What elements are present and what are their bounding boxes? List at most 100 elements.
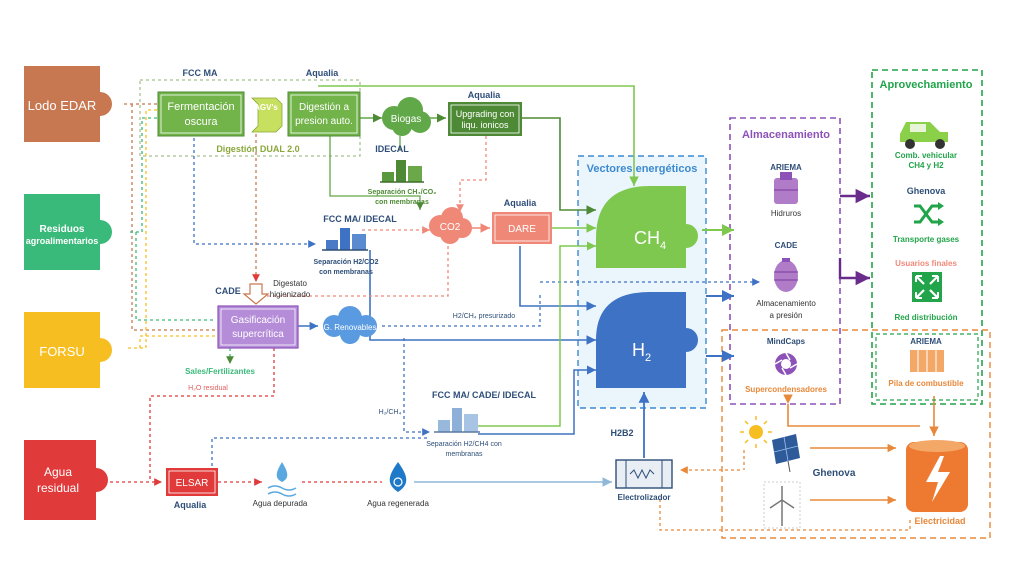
gasificacion-box: Gasificación supercrítica (217, 305, 299, 349)
solar-panel-icon (772, 434, 800, 473)
agua-depurada-label: Agua depurada (253, 499, 308, 508)
residuos-label-2: agroalimentarios (26, 236, 99, 246)
agua-depurada-icon (267, 462, 297, 497)
h2ch4-presurizado-label: H2/CH₄ presurizado (453, 313, 515, 320)
agvs-tag: AGV's (251, 97, 283, 133)
dual-agvs: AGV's (254, 103, 278, 112)
h2-vector: H2 (596, 292, 698, 388)
ariema-pila-label: ARIEMA (910, 337, 942, 346)
pila-region (875, 333, 979, 401)
digestion-dual-label: Digestión DUAL 2.0 (216, 144, 299, 154)
aqualia-dare-label: Aqualia (504, 198, 538, 208)
biogas-label: Biogas (391, 114, 422, 125)
residuos-label-1: Residuos (39, 224, 84, 235)
dare-box: DARE (492, 212, 552, 244)
pila-combustible-label: Pila de combustible (888, 379, 964, 388)
fcc-idecal-label: FCC MA/ IDECAL (323, 214, 397, 224)
comb-vehicular-label-2: CH4 y H2 (908, 161, 944, 170)
co2-cloud: CO2 (429, 207, 472, 244)
middle-gas-1: Gasificación (231, 315, 285, 326)
ghenova-use-label: Ghenova (907, 186, 947, 196)
fcc-cade-idecal-label: FCC MA/ CADE/ IDECAL (432, 390, 536, 400)
dual-dig-2: presion auto. (295, 116, 353, 127)
shuffle-icon (914, 202, 944, 226)
transporte-gases-label: Transporte gases (893, 235, 960, 244)
ch4-vector: CH4 (596, 186, 698, 268)
digestato-label-2: higienizado (270, 290, 311, 299)
supercondensadores-label: Supercondensadores (745, 385, 827, 394)
agua-label-2: residual (37, 481, 79, 495)
sep-h2ch4-label-1: Separación H2/CH4 con (426, 441, 502, 448)
svg-text:H2: H2 (632, 340, 651, 364)
h2ch4-label: H₂/CH₄ (379, 409, 402, 416)
vectors-h2: H (632, 340, 645, 360)
mindcaps-label: MindCaps (767, 337, 806, 346)
middle-co2: CO2 (440, 222, 461, 233)
vectores-title: Vectores energéticos (587, 163, 698, 175)
agua-regenerada-icon (389, 462, 407, 492)
aqualia-top-label: Aqualia (306, 68, 340, 78)
electricidad-label: Electricidad (914, 516, 965, 526)
middle-gas-2: supercrítica (232, 329, 284, 340)
energia-region (721, 329, 991, 539)
elsar-box: ELSAR (166, 468, 218, 496)
dual-ferm-2: oscura (184, 116, 218, 128)
electrolizador-label: Electrolizador (618, 493, 671, 502)
source-lodo-edar: Lodo EDAR (24, 66, 112, 142)
sep-h2ch4-label-2: membranas (446, 451, 483, 458)
cade-gasif-label: CADE (215, 286, 241, 296)
ghenova-energy-label: Ghenova (813, 468, 856, 479)
membrane-h2ch4-icon (434, 408, 480, 433)
connectors (110, 85, 939, 531)
agua-regenerada-label: Agua regenerada (367, 499, 429, 508)
aqualia-upgrading-label: Aqualia (468, 90, 502, 100)
sep-ch4co2-label-1: Separación CH₄/CO₂ (368, 189, 437, 196)
aqualia-elsar-label: Aqualia (174, 500, 208, 510)
usuarios-finales-label: Usuarios finales (895, 259, 957, 268)
sep-h2co2-label-2: con membranas (319, 269, 373, 276)
sales-label: Sales/Fertilizantes (185, 367, 255, 376)
almacenamiento-presion-label-1: Almacenamiento (756, 299, 816, 308)
middle-dare: DARE (508, 224, 536, 235)
middle-renovables: G. Renovables (324, 323, 377, 332)
wind-turbine-icon (763, 481, 801, 529)
comb-vehicular-label-1: Comb. vehicular (895, 151, 957, 160)
forsu-label: FORSU (39, 344, 85, 359)
vectors-ch4-sub: 4 (660, 240, 666, 252)
almacenamiento-title: Almacenamiento (742, 129, 830, 141)
electrolizador-icon (615, 459, 673, 489)
fcc-ma-label: FCC MA (183, 68, 218, 78)
car-icon (900, 122, 948, 149)
digestato-arrow-icon (242, 283, 270, 305)
membrane-h2co2-icon (322, 228, 368, 251)
fuel-cell-icon (910, 350, 944, 372)
hidruros-icon (774, 172, 798, 204)
ariema-storage-label: ARIEMA (770, 163, 802, 172)
dual-dig-1: Digestión a (299, 102, 349, 113)
dual-ferm-1: Fermentación (167, 101, 234, 113)
fermentacion-box: Fermentación oscura (157, 91, 245, 137)
water-elsar: ELSAR (176, 478, 209, 489)
sep-h2co2-label-1: Separación H2/CO2 (314, 259, 379, 266)
mindcaps-logo-icon (774, 352, 798, 376)
expand-arrows-icon (912, 272, 942, 302)
svg-text:CH4: CH4 (634, 228, 666, 252)
source-residuos: Residuos agroalimentarios (24, 194, 112, 270)
biogas-cloud: Biogas (382, 97, 431, 136)
biogas-upg-1: Upgrading con (456, 109, 515, 119)
digestato-label-1: Digestato (273, 279, 307, 288)
hidruros-label: Hidruros (771, 209, 801, 218)
upgrading-box: Upgrading con liqu. ionicos (448, 102, 522, 136)
agua-label-1: Agua (44, 465, 72, 479)
digestion-box: Digestión a presion auto. (287, 91, 361, 137)
renovables-cloud: G. Renovables (323, 306, 377, 344)
biogas-upg-2: liqu. ionicos (461, 120, 509, 130)
vectors-h2-sub: 2 (645, 352, 651, 364)
almacenamiento-presion-label-2: a presión (770, 311, 803, 320)
sep-ch4co2-label-2: con membranas (375, 199, 429, 206)
sun-icon (740, 416, 772, 448)
h2b2-label: H2B2 (610, 428, 633, 438)
pressure-tank-icon (774, 258, 798, 292)
membrane-ch4co2-icon (380, 160, 424, 183)
red-distribucion-label: Red distribución (894, 313, 957, 322)
